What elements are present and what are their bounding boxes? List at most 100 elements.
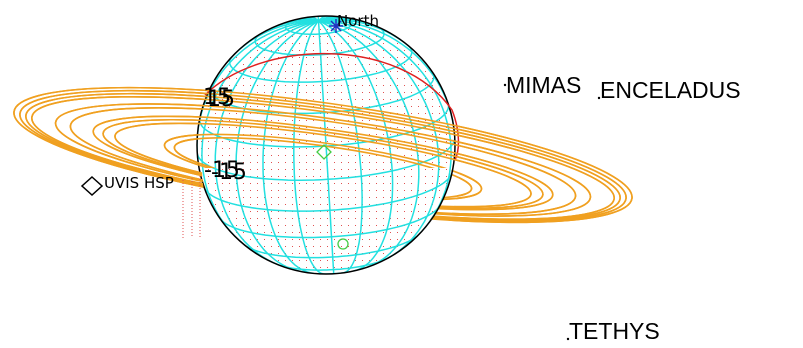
cloud-dot: [264, 92, 265, 93]
lat-label-15-b: 15: [207, 87, 235, 112]
cloud-dot: [439, 197, 440, 198]
cloud-dot: [243, 155, 244, 156]
cloud-dot: [250, 57, 251, 58]
cloud-dot: [341, 169, 342, 170]
cloud-dot: [243, 225, 244, 226]
cloud-dot: [446, 127, 447, 128]
cloud-dot: [292, 92, 293, 93]
cloud-dot: [313, 169, 314, 170]
cloud-dot: [278, 71, 279, 72]
cloud-dot: [313, 50, 314, 51]
cloud-dot: [355, 162, 356, 163]
cloud-dot: [439, 113, 440, 114]
cloud-dot: [390, 99, 391, 100]
cloud-dot: [320, 190, 321, 191]
cloud-dot: [243, 197, 244, 198]
cloud-dot: [271, 71, 272, 72]
cloud-dot: [313, 71, 314, 72]
cloud-dot: [285, 246, 286, 247]
cloud-dot: [271, 162, 272, 163]
cloud-dot: [278, 239, 279, 240]
cloud-dot: [397, 204, 398, 205]
cloud-dot: [264, 218, 265, 219]
cloud-dot: [306, 78, 307, 79]
cloud-dot: [334, 232, 335, 233]
cloud-dot: [348, 71, 349, 72]
cloud-dot: [341, 204, 342, 205]
cloud-dot: [404, 197, 405, 198]
cloud-dot: [271, 253, 272, 254]
cloud-dot: [306, 183, 307, 184]
cloud-dot: [362, 260, 363, 261]
cloud-dot: [257, 106, 258, 107]
cloud-dot: [292, 162, 293, 163]
cloud-dot: [390, 197, 391, 198]
cloud-dot: [264, 64, 265, 65]
cloud-dot: [348, 246, 349, 247]
cloud-dot: [425, 204, 426, 205]
cloud-dot: [369, 169, 370, 170]
cloud-dot: [404, 78, 405, 79]
cloud-dot: [348, 218, 349, 219]
cloud-dot: [271, 204, 272, 205]
cloud-dot: [236, 85, 237, 86]
cloud-dot: [320, 176, 321, 177]
cloud-dot: [257, 197, 258, 198]
cloud-dot: [306, 57, 307, 58]
cloud-dot: [432, 92, 433, 93]
cloud-dot: [257, 232, 258, 233]
cloud-dot: [257, 71, 258, 72]
cloud-dot: [327, 85, 328, 86]
cloud-dot: [250, 211, 251, 212]
cloud-dot: [355, 134, 356, 135]
cloud-dot: [257, 43, 258, 44]
cloud-dot: [334, 127, 335, 128]
cloud-dot: [376, 120, 377, 121]
cloud-dot: [250, 127, 251, 128]
cloud-dot: [425, 148, 426, 149]
cloud-dot: [264, 106, 265, 107]
cloud-dot: [278, 155, 279, 156]
cloud-dot: [369, 43, 370, 44]
cloud-dot: [229, 71, 230, 72]
cloud-dot: [229, 141, 230, 142]
cloud-dot: [439, 190, 440, 191]
cloud-dot: [341, 155, 342, 156]
cloud-dot: [313, 176, 314, 177]
cloud-dot: [320, 232, 321, 233]
cloud-dot: [425, 113, 426, 114]
cloud-dot: [271, 169, 272, 170]
cloud-dot: [355, 36, 356, 37]
cloud-dot: [383, 92, 384, 93]
cloud-dot: [243, 190, 244, 191]
cloud-dot: [292, 197, 293, 198]
cloud-dot: [271, 197, 272, 198]
cloud-dot: [348, 204, 349, 205]
cloud-dot: [271, 239, 272, 240]
cloud-dot: [327, 113, 328, 114]
cloud-dot: [243, 204, 244, 205]
cloud-dot: [327, 29, 328, 30]
cloud-dot: [341, 162, 342, 163]
cloud-dot: [369, 183, 370, 184]
cloud-dot: [334, 225, 335, 226]
cloud-dot: [292, 218, 293, 219]
cloud-dot: [390, 169, 391, 170]
cloud-dot: [271, 148, 272, 149]
cloud-dot: [397, 92, 398, 93]
cloud-dot: [411, 127, 412, 128]
cloud-dot: [257, 85, 258, 86]
cloud-dot: [355, 64, 356, 65]
cloud-dot: [278, 204, 279, 205]
cloud-dot: [341, 50, 342, 51]
cloud-dot: [341, 211, 342, 212]
cloud-dot: [250, 148, 251, 149]
cloud-dot: [390, 71, 391, 72]
cloud-dot: [362, 162, 363, 163]
cloud-dot: [439, 148, 440, 149]
longitude-line: [235, 20, 319, 273]
cloud-dot: [446, 134, 447, 135]
cloud-dot: [348, 43, 349, 44]
cloud-dot: [418, 134, 419, 135]
